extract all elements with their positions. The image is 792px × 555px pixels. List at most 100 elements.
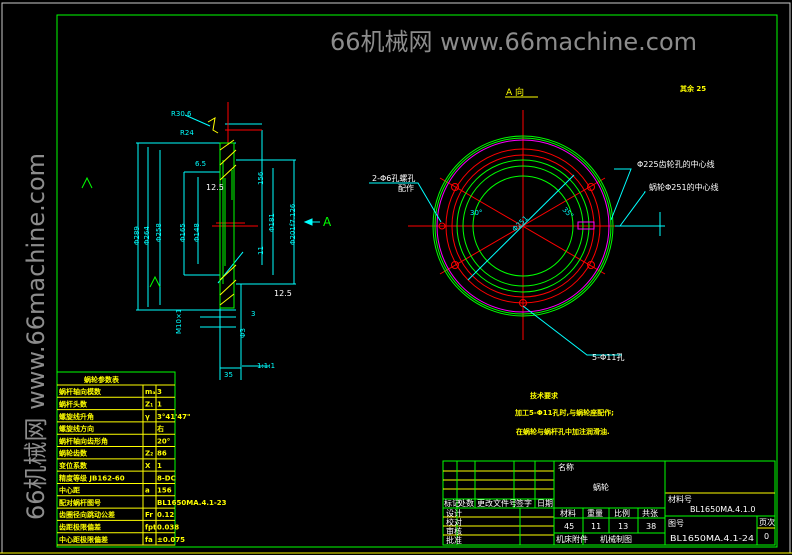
page-number: 0 (764, 532, 769, 541)
param-label: 中心距极限偏差 (59, 535, 108, 544)
roughness-2: 12.5 (274, 289, 292, 298)
param-symbol: Z₂ (145, 450, 153, 458)
dim-6-5: 6.5 (195, 160, 206, 168)
tb-value: 11 (591, 522, 601, 531)
rev-header: 更改文件号 (477, 498, 517, 508)
a-view-labels: A 向 其余 25 2-Φ6孔螺孔 配作 Φ225齿轮孔的中心线 蜗轮Φ251的… (372, 84, 719, 362)
param-value: 3 (157, 388, 162, 396)
rev-header: 日期 (537, 499, 553, 508)
param-value: 3°41'47" (157, 413, 191, 421)
param-value: BL1650MA.4.1-23 (157, 499, 227, 507)
dim-165: Φ165 (179, 223, 187, 242)
dim-289: Φ289 (133, 226, 141, 245)
dim-111: 1:1:1 (257, 362, 275, 370)
view-arrow-label: A (323, 215, 332, 229)
dim-11: 11 (257, 246, 265, 255)
a-view-title: A 向 (506, 86, 524, 98)
param-symbol: fpt (145, 524, 157, 532)
tb-value: 45 (564, 522, 574, 531)
callout-phi225: Φ225齿轮孔的中心线 (637, 159, 715, 169)
section-view (81, 102, 320, 380)
param-value: 右 (156, 424, 164, 433)
param-value: 20° (157, 437, 170, 445)
inner-frame (56, 14, 778, 548)
roughness-note: 其余 25 (680, 84, 706, 93)
dim-201: Φ201f7.126 (289, 203, 297, 245)
param-label: 蜗杆轴向模数 (59, 387, 102, 396)
watermark-right: 66机械网 www.66machine.com (330, 28, 697, 56)
tech-requirements: 技术要求 加工5-Φ11孔时,与蜗轮座配作; 在蜗轮与蜗杆孔中加注润滑油. (514, 391, 614, 436)
param-label: 蜗轮齿数 (59, 449, 88, 458)
tech-req-title: 技术要求 (530, 391, 559, 400)
param-value: 86 (157, 450, 167, 458)
param-value: 156 (157, 487, 172, 495)
drawing-no: BL1650MA.4.1-24 (670, 534, 754, 543)
tb-value: 13 (618, 522, 628, 531)
dim-r30: R30.6 (171, 110, 192, 118)
param-value: ±0.075 (157, 536, 185, 544)
sign-row-label: 审核 (446, 526, 462, 536)
param-label: 齿距极限偏差 (59, 523, 101, 532)
param-table-title: 蜗轮参数表 (84, 375, 120, 384)
sign-row-label: 设计 (446, 508, 462, 518)
section-dims: Φ289 Φ264 Φ258 Φ165 Φ148 Φ181 Φ201f7.126… (133, 110, 332, 379)
tb-value: 38 (646, 522, 656, 531)
callout-5-phi11: 5-Φ11孔 (592, 353, 624, 362)
a-view (369, 110, 665, 356)
dim-181: Φ181 (268, 213, 276, 232)
bottom-mid: 机械制图 (600, 534, 632, 544)
param-label: 配对蜗杆图号 (59, 498, 101, 507)
dim-148: Φ148 (193, 223, 201, 242)
param-symbol: Fr (145, 511, 153, 519)
param-symbol: Z₁ (145, 400, 153, 408)
param-label: 齿圈径向跳动公差 (59, 510, 115, 519)
dim-3: 3 (251, 310, 255, 318)
drawing-no-label: 图号 (668, 519, 684, 528)
dim-264: Φ264 (143, 226, 151, 245)
param-value: 0.038 (157, 524, 179, 532)
tb-header: 材料 (560, 508, 576, 518)
dim-phi3: Φ3 (239, 328, 247, 338)
rev-header: 处数 (458, 498, 474, 508)
param-symbol: fa (145, 536, 153, 544)
part-name: 蜗轮 (593, 482, 609, 492)
tb-header: 共张 (642, 509, 658, 518)
page-label: 页次 (759, 517, 775, 527)
param-label: 中心距 (59, 486, 80, 495)
tech-req-line-1: 加工5-Φ11孔时,与蜗轮座配作; (514, 408, 614, 417)
watermark-left: 66机械网 www.66machine.com (22, 153, 50, 520)
dim-258: Φ258 (155, 223, 163, 242)
sign-row-label: 校对 (446, 517, 462, 527)
param-symbol: a (145, 487, 150, 495)
dim-156: 156 (257, 171, 265, 185)
param-value: 8-DC (157, 474, 176, 482)
dim-r24: R24 (180, 129, 194, 137)
name-label: 名称 (558, 462, 574, 472)
tech-req-line-2: 在蜗轮与蜗杆孔中加注润滑油. (516, 427, 610, 436)
param-symbol: γ (145, 413, 150, 421)
rev-header: 标记 (444, 498, 460, 508)
param-label: 变位系数 (59, 461, 88, 470)
param-label: 螺旋线方向 (59, 424, 94, 433)
param-label: 蜗杆头数 (59, 399, 88, 408)
param-value: 0.12 (157, 511, 174, 519)
title-block: 标记处数更改文件号签字日期设计校对审核批准名称蜗轮材料45重量11比例13共张3… (442, 460, 776, 546)
callout-2-phi6: 2-Φ6孔螺孔 (372, 173, 415, 183)
dim-35: 35 (224, 371, 233, 379)
callout-phi251: 蜗轮Φ251的中心线 (649, 182, 719, 192)
material-no: BL1650MA.4.1.0 (690, 505, 755, 514)
param-value: 1 (157, 462, 162, 470)
material-no-label: 材料号 (668, 494, 692, 504)
param-label: 精度等级 JB162-60 (59, 473, 125, 482)
bottom-left: 机床附件 (556, 534, 588, 544)
angle-30: 30° (470, 209, 482, 217)
param-label: 蜗杆轴向齿形角 (59, 436, 108, 445)
rev-header: 签字 (516, 498, 532, 508)
callout-peizuo: 配作 (398, 183, 414, 193)
dim-m10: M10×1 (175, 309, 183, 334)
param-symbol: mₐ (145, 388, 156, 396)
roughness-1: 12.5 (206, 183, 224, 192)
